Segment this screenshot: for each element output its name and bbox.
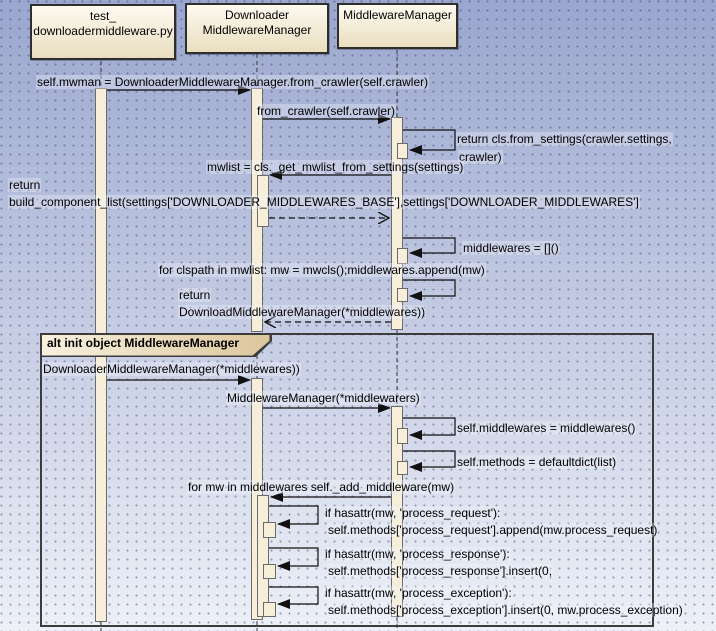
message-label-set-methods[interactable]: self.methods = defaultdict(list)	[456, 455, 618, 469]
participant-name-line1: Downloader	[224, 8, 290, 22]
message-label-return-from-settings-1[interactable]: return cls.from_settings(crawler.setting…	[456, 132, 673, 146]
message-label-call-from-crawler-main[interactable]: self.mwman = DownloaderMiddlewareManager…	[36, 75, 430, 89]
activation-square-clspath-loop[interactable]	[397, 288, 408, 302]
alt-fragment[interactable]: alt init object MiddlewareManager	[40, 333, 654, 627]
message-label-return-build-component-2[interactable]: build_component_list(settings['DOWNLOADE…	[8, 195, 640, 209]
alt-fragment-tab[interactable]: alt init object MiddlewareManager	[40, 333, 272, 357]
message-label-if-request-1[interactable]: if hasattr(mw, 'process_request'):	[324, 506, 502, 520]
self-loop-if-exception[interactable]	[269, 586, 319, 609]
self-loop-clspath[interactable]	[403, 279, 456, 301]
alt-fragment-tab-fill	[41, 334, 270, 356]
participant-middlewaremanager[interactable]: MiddlewareManager	[337, 3, 458, 49]
message-label-call-downloader-mm[interactable]: DownloaderMiddlewareManager(*middlewares…	[42, 362, 301, 376]
activation-square-set-middlewares[interactable]	[397, 428, 408, 444]
participant-name-line2: downloadermiddleware.py	[33, 24, 173, 38]
message-label-set-middlewares[interactable]: self.middlewares = middlewares()	[456, 421, 637, 435]
participant-test-downloadermiddleware[interactable]: test_ downloadermiddleware.py	[30, 4, 176, 60]
message-label-middlewares-init[interactable]: middlewares = []()	[462, 241, 560, 255]
alt-fragment-label: alt init object MiddlewareManager	[47, 336, 240, 350]
participant-downloader-middlewaremanager[interactable]: Downloader MiddlewareManager	[185, 3, 329, 54]
message-label-return-from-settings-2[interactable]: crawler)	[458, 150, 503, 164]
activation-square-middlewares-init[interactable]	[397, 248, 408, 264]
activation-square-from-settings[interactable]	[397, 143, 408, 159]
message-label-return-manager-2[interactable]: DownloadMiddlewareManager(*middlewares))	[178, 305, 427, 319]
message-label-if-exception-2[interactable]: self.methods['process_exception'].insert…	[327, 603, 684, 617]
self-loop-middlewares-init[interactable]	[403, 237, 456, 258]
message-label-return-build-component-1[interactable]: return	[8, 178, 42, 192]
activation-square-if-response[interactable]	[263, 564, 276, 579]
self-loop-from-settings[interactable]	[403, 129, 456, 155]
message-label-if-response-2[interactable]: self.methods['process_response'].insert(…	[327, 564, 554, 578]
activation-bar-mm-1[interactable]	[391, 117, 403, 330]
activation-square-if-request[interactable]	[263, 522, 276, 538]
self-loop-set-methods[interactable]	[403, 450, 456, 472]
participant-name-line2: MiddlewareManager	[202, 23, 312, 37]
self-loop-if-request[interactable]	[269, 505, 319, 529]
message-label-call-get-mwlist[interactable]: mwlist = cls._get_mwlist_from_settings(s…	[206, 160, 465, 174]
participant-name-line1: MiddlewareManager	[343, 8, 452, 22]
message-label-if-exception-1[interactable]: if hasattr(mw, 'process_exception'):	[324, 586, 513, 600]
self-loop-if-response[interactable]	[269, 547, 319, 571]
activation-bar-mm-2[interactable]	[391, 406, 403, 617]
activation-square-if-exception[interactable]	[263, 602, 276, 617]
message-label-call-mm[interactable]: MiddlewareManager(*middlewarers)	[226, 391, 421, 405]
message-label-add-middleware[interactable]: for mw in middlewares self._add_middlewa…	[187, 480, 456, 494]
message-label-return-manager-1[interactable]: return	[178, 288, 212, 302]
activation-square-set-methods[interactable]	[397, 461, 408, 475]
self-loop-set-middlewares[interactable]	[403, 417, 456, 440]
message-label-loop-clspath[interactable]: for clspath in mwlist: mw = mwcls();midd…	[158, 263, 486, 277]
message-label-call-from-crawler[interactable]: from_crawler(self.crawler)	[256, 104, 397, 118]
message-label-if-response-1[interactable]: if hasattr(mw, 'process_response'):	[324, 547, 511, 561]
message-label-if-request-2[interactable]: self.methods['process_request'].append(m…	[327, 523, 659, 537]
activation-bar-dmm-getmwlist[interactable]	[257, 175, 269, 227]
participant-name-line1: test_	[89, 9, 116, 23]
